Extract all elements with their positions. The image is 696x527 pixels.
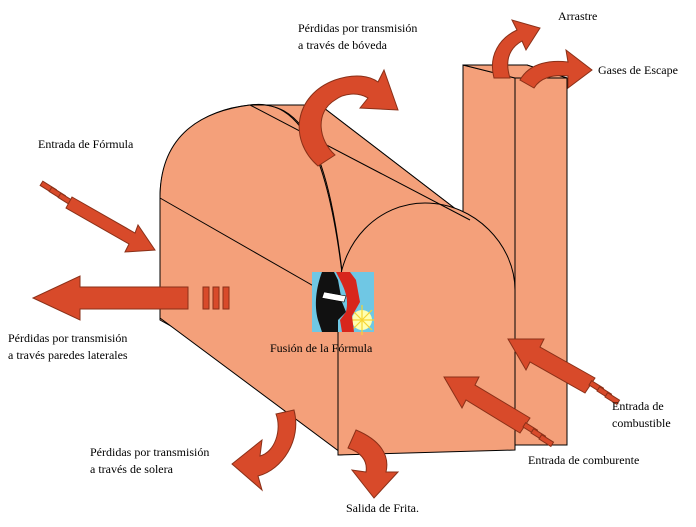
arrow-salida-frita (347, 429, 400, 499)
arrow-perdidas-laterales (31, 275, 230, 321)
label-perdidas-solera: Pérdidas por transmisión a través de sol… (90, 445, 210, 476)
arrow-entrada-formula (39, 180, 156, 253)
arrow-entrada-combustible (507, 338, 621, 406)
arrow-perdidas-solera (231, 409, 297, 492)
arrow-entrada-comburente (443, 376, 555, 448)
flame-face-logo (312, 272, 374, 335)
arrow-arrastre (492, 19, 541, 79)
label-perdidas-boveda: Pérdidas por transmisión a través de bóv… (298, 21, 418, 52)
arrow-gases-escape (519, 48, 593, 89)
label-gases-escape: Gases de Escape (598, 63, 678, 77)
label-salida-frita: Salida de Frita. (346, 501, 419, 515)
label-fusion-formula: Fusión de la Fórmula (270, 341, 373, 355)
label-arrastre: Arrastre (558, 9, 598, 23)
label-entrada-formula: Entrada de Fórmula (38, 137, 134, 151)
label-entrada-comburente: Entrada de comburente (528, 453, 640, 467)
arrow-perdidas-boveda (298, 68, 399, 167)
label-entrada-combustible: Entrada de combustible (612, 399, 671, 430)
chimney-side-face (514, 77, 568, 446)
label-perdidas-laterales: Pérdidas por transmisión a través parede… (8, 331, 128, 362)
